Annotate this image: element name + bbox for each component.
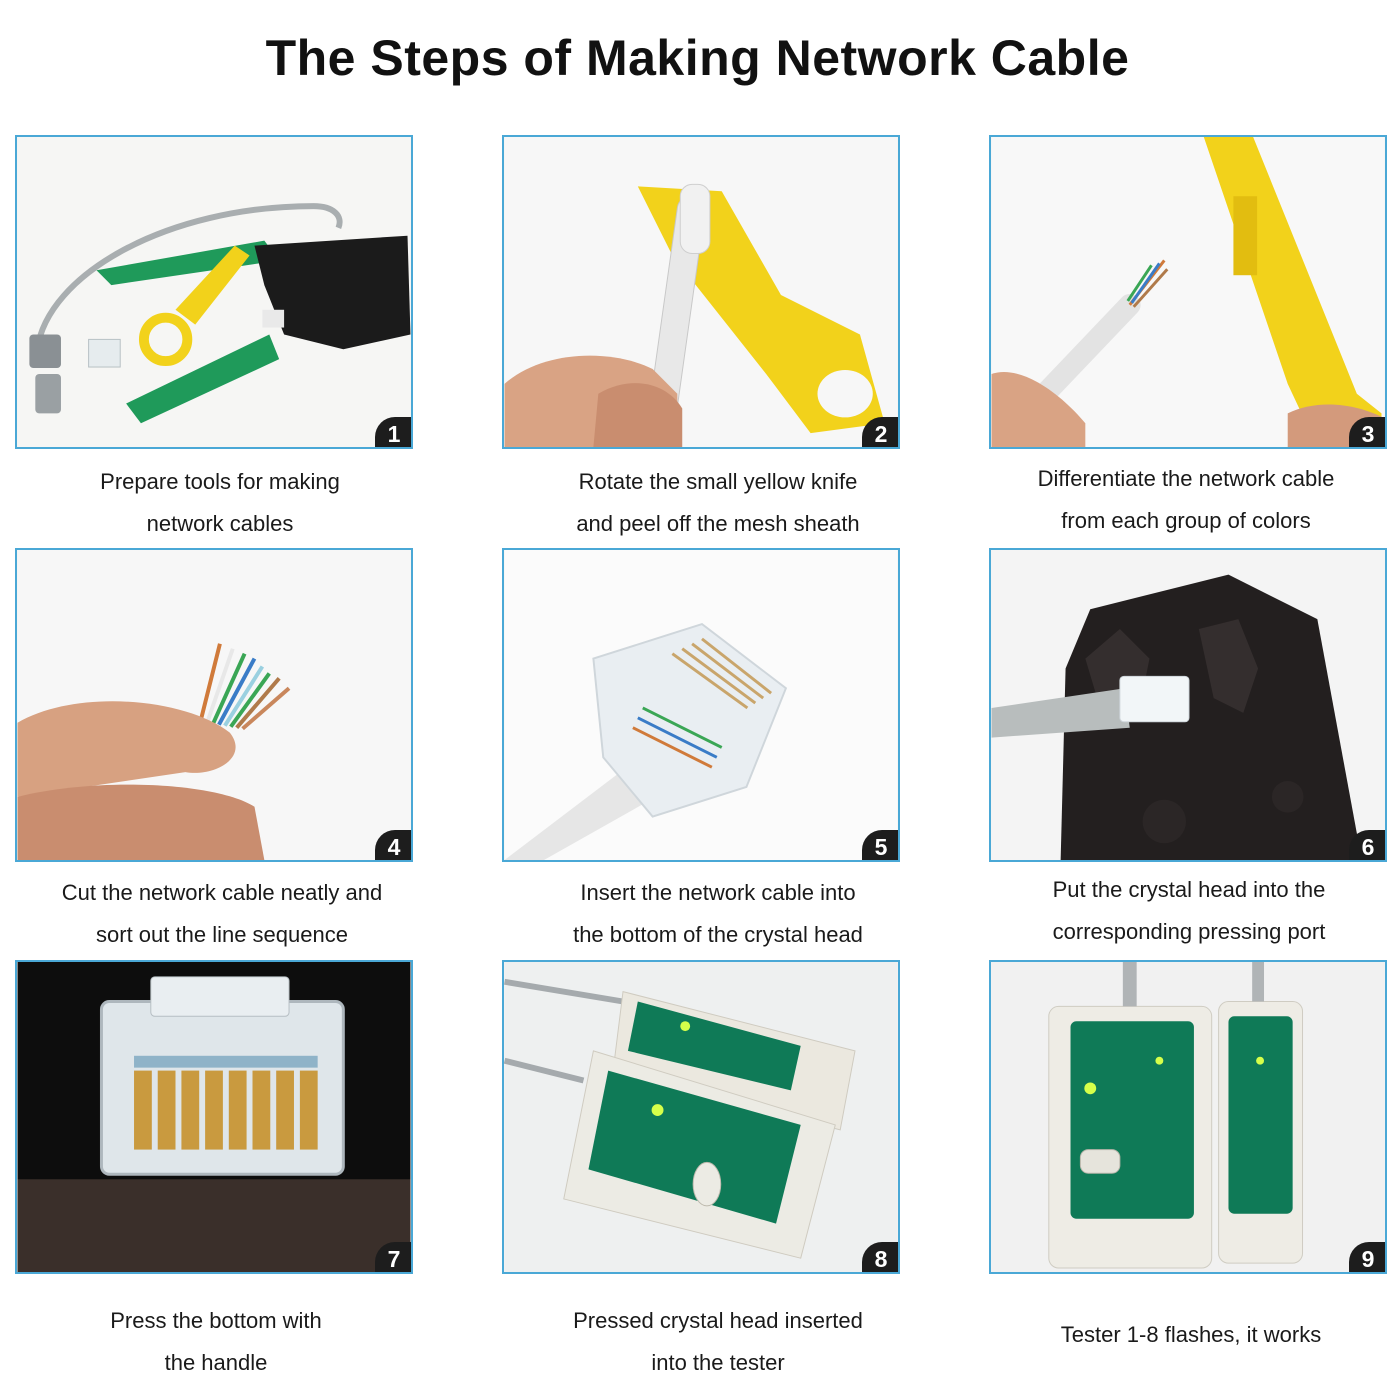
step-6-caption: Put the crystal head into the correspond…	[969, 869, 1395, 953]
step-1-caption: Prepare tools for making network cables	[0, 461, 440, 545]
step-number-badge: 2	[862, 417, 898, 447]
caption-line: Differentiate the network cable	[1037, 466, 1335, 491]
cable-tester-front-illustration	[991, 962, 1385, 1272]
caption-line: corresponding pressing port	[1052, 919, 1326, 944]
connector-in-die-illustration	[17, 962, 411, 1272]
caption-line: Rotate the small yellow knife	[578, 469, 858, 494]
step-4-caption: Cut the network cable neatly and sort ou…	[2, 872, 442, 956]
stripper-on-cable-illustration	[504, 137, 898, 447]
caption-line: the bottom of the crystal head	[573, 922, 863, 947]
step-2-photo-stripping: 2	[502, 135, 900, 449]
step-number-badge: 4	[375, 830, 411, 860]
step-number-badge: 3	[1349, 417, 1385, 447]
step-6-photo-crimp-port: 6	[989, 548, 1387, 862]
step-2-caption: Rotate the small yellow knife and peel o…	[498, 461, 938, 545]
caption-line: Tester 1-8 flashes, it works	[1060, 1322, 1322, 1347]
cable-tester-angled-illustration	[504, 962, 898, 1272]
caption-line: network cables	[146, 511, 294, 536]
step-number-badge: 1	[375, 417, 411, 447]
step-9-caption: Tester 1-8 flashes, it works	[971, 1314, 1395, 1356]
caption-line: Press the bottom with	[110, 1308, 322, 1333]
separating-wire-pairs-illustration	[991, 137, 1385, 447]
page-title: The Steps of Making Network Cable	[265, 29, 1130, 86]
step-5-photo-inserting: 5	[502, 548, 900, 862]
caption-line: Insert the network cable into	[580, 880, 856, 905]
step-number-badge: 5	[862, 830, 898, 860]
step-3-caption: Differentiate the network cable from eac…	[966, 458, 1395, 542]
step-7-caption: Press the bottom with the handle	[0, 1300, 436, 1384]
caption-line: from each group of colors	[1061, 508, 1311, 533]
caption-line: and peel off the mesh sheath	[576, 511, 860, 536]
crimper-port-illustration	[991, 550, 1385, 860]
step-number-badge: 6	[1349, 830, 1385, 860]
step-number-badge: 7	[375, 1242, 411, 1272]
caption-line: Cut the network cable neatly and	[61, 880, 383, 905]
step-number-badge: 8	[862, 1242, 898, 1272]
step-number-badge: 9	[1349, 1242, 1385, 1272]
caption-line: Put the crystal head into the	[1052, 877, 1326, 902]
caption-line: sort out the line sequence	[96, 922, 348, 947]
caption-line: into the tester	[651, 1350, 785, 1375]
step-7-photo-crimping: 7	[15, 960, 413, 1274]
step-3-photo-separating: 3	[989, 135, 1387, 449]
caption-line: Pressed crystal head inserted	[573, 1308, 863, 1333]
step-8-caption: Pressed crystal head inserted into the t…	[498, 1300, 938, 1384]
step-9-photo-tester-working: 9	[989, 960, 1387, 1274]
caption-line: the handle	[164, 1350, 268, 1375]
sorted-wires-in-fingers-illustration	[17, 550, 411, 860]
step-8-photo-tester-plugged: 8	[502, 960, 900, 1274]
rj45-connector-illustration	[504, 550, 898, 860]
crimper-and-stripper-illustration	[17, 137, 411, 447]
step-1-photo-tools: 1	[15, 135, 413, 449]
caption-line: Prepare tools for making	[100, 469, 340, 494]
step-5-caption: Insert the network cable into the bottom…	[498, 872, 938, 956]
step-4-photo-sorting: 4	[15, 548, 413, 862]
